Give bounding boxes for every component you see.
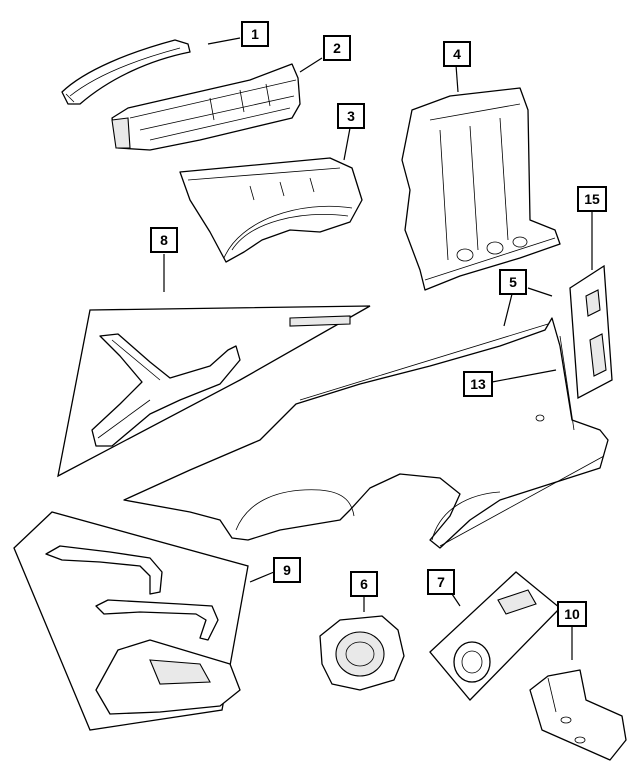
callout-7: 7 (427, 569, 455, 595)
callout-1: 1 (241, 21, 269, 47)
leader-lines (163, 37, 593, 660)
callout-label: 4 (453, 46, 461, 62)
callout-label: 1 (251, 26, 259, 42)
callout-label: 2 (333, 40, 341, 56)
part-4-inner-panel (401, 87, 561, 291)
callout-label: 8 (160, 232, 168, 248)
callout-label: 9 (283, 562, 291, 578)
callout-6: 6 (350, 571, 378, 597)
callout-label: 3 (347, 108, 355, 124)
callout-label: 6 (360, 576, 368, 592)
callout-label: 7 (437, 574, 445, 590)
callout-15: 15 (577, 186, 607, 212)
part-15-bracket-panel (569, 264, 613, 400)
part-8-detail-panel (57, 305, 371, 478)
callout-3: 3 (337, 103, 365, 129)
callout-label: 15 (584, 191, 600, 207)
callout-8: 8 (150, 227, 178, 253)
callout-10: 10 (557, 601, 587, 627)
callout-13: 13 (463, 371, 493, 397)
part-3-wheelhouse (179, 157, 363, 263)
part-2-inner-rail (111, 63, 301, 151)
part-10-bracket (529, 669, 627, 761)
callout-9: 9 (273, 557, 301, 583)
part-6-fuel-housing (319, 615, 405, 691)
callout-4: 4 (443, 41, 471, 67)
callout-label: 5 (509, 274, 517, 290)
part-9-detail-panel (13, 511, 249, 731)
part-1-rail (61, 39, 191, 105)
callout-label: 10 (564, 606, 580, 622)
callout-label: 13 (470, 376, 486, 392)
callout-2: 2 (323, 35, 351, 61)
callout-5: 5 (499, 269, 527, 295)
